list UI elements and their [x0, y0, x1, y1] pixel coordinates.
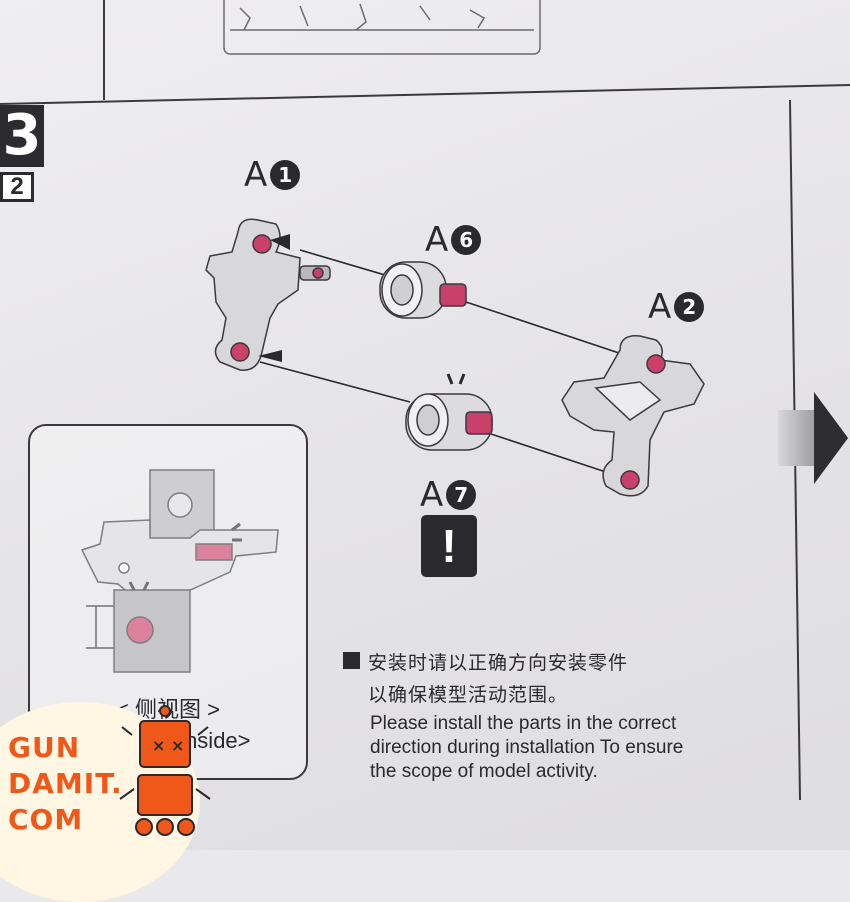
robot-mascot-icon: × ×	[119, 705, 211, 836]
part-letter: A	[425, 220, 449, 260]
note-en-line3: the scope of model activity.	[370, 761, 598, 782]
step-sub-number: 2	[0, 172, 34, 202]
svg-text:× ×: × ×	[152, 736, 184, 755]
part-number-badge: 6	[451, 225, 482, 255]
part-label-a6: A 6	[425, 220, 482, 260]
part-a7-drawing	[405, 373, 493, 451]
sprue-thumbnail	[223, 0, 541, 55]
inside-view-drawing	[80, 469, 279, 673]
assembly-guide-lines	[259, 249, 626, 476]
note-cn-line2: 以确保模型活动范围。	[368, 685, 569, 706]
part-a1-drawing	[205, 218, 331, 371]
note-en-line1: Please install the parts in the correct	[370, 713, 677, 734]
warning-icon: !	[421, 515, 477, 577]
part-number-badge: 7	[446, 480, 477, 510]
step-number: 3	[0, 105, 44, 167]
next-step-arrow	[778, 392, 848, 484]
part-number-badge: 1	[270, 160, 301, 190]
part-letter: A	[244, 155, 268, 195]
part-label-a2: A 2	[648, 287, 705, 327]
part-label-a7: A 7	[420, 475, 477, 515]
logo-line2: DAMIT.	[8, 767, 123, 800]
part-letter: A	[648, 287, 672, 327]
part-number-badge: 2	[674, 292, 705, 322]
gundamit-logo-text: GUN DAMIT. COM	[8, 730, 123, 838]
note-bullet-icon	[343, 652, 360, 669]
note-en-line2: direction during installation To ensure	[370, 737, 684, 758]
part-label-a1: A 1	[244, 155, 301, 195]
assembly-diagram	[80, 218, 705, 673]
part-a6-drawing	[379, 261, 467, 319]
part-letter: A	[420, 475, 444, 515]
note-cn-line1: 安装时请以正确方向安装零件	[368, 653, 629, 674]
part-a2-drawing	[561, 335, 705, 497]
page-frame-lines	[0, 0, 850, 801]
logo-line3: COM	[8, 803, 84, 836]
logo-line1: GUN	[8, 731, 81, 764]
